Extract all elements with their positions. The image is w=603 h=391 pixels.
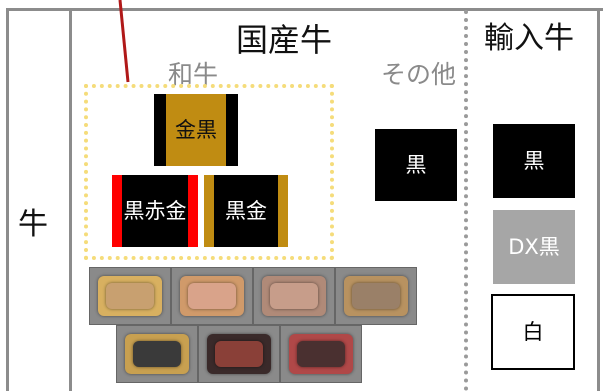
imported-box-black-label: 黒 — [523, 148, 545, 173]
imported-box-white: 白 — [491, 294, 575, 370]
product-photo-3 — [253, 267, 335, 325]
product-photo-1 — [89, 267, 171, 325]
other-box-black: 黒 — [375, 129, 457, 201]
product-photo-6 — [198, 325, 280, 383]
product-photo-2 — [171, 267, 253, 325]
product-photo-7 — [280, 325, 362, 383]
domestic-heading: 国産牛 — [236, 21, 333, 59]
outer-frame-top — [6, 8, 603, 11]
imported-box-black: 黒 — [493, 124, 575, 198]
pointer-line — [118, 0, 130, 83]
other-box-black-label: 黒 — [405, 152, 427, 177]
outer-frame-left — [6, 8, 9, 391]
product-photo-5 — [116, 325, 198, 383]
imported-box-white-label: 白 — [522, 319, 544, 344]
wagyu-box-black-red-gold: 黒赤金 — [112, 175, 198, 247]
wagyu-box-gold-black-label: 金黒 — [175, 117, 217, 142]
imported-box-dx-black-label: DX黒 — [508, 234, 560, 259]
wagyu-box-black-gold-label: 黒金 — [225, 198, 267, 223]
wagyu-label: 和牛 — [168, 60, 219, 89]
cattle-label: 牛 — [18, 207, 48, 242]
domestic-frame-left — [69, 8, 72, 391]
outer-frame-right — [597, 8, 600, 391]
wagyu-box-gold-black: 金黒 — [154, 94, 238, 166]
other-label: その他 — [381, 60, 457, 89]
wagyu-box-black-red-gold-label: 黒赤金 — [123, 198, 187, 223]
wagyu-group — [84, 84, 334, 260]
imported-heading: 輸入牛 — [484, 21, 574, 56]
product-photo-4 — [335, 267, 417, 325]
imported-box-dx-black: DX黒 — [493, 210, 575, 284]
domestic-imported-divider — [464, 10, 468, 391]
pointer-stroke — [118, 0, 130, 83]
wagyu-box-black-gold: 黒金 — [204, 175, 288, 247]
